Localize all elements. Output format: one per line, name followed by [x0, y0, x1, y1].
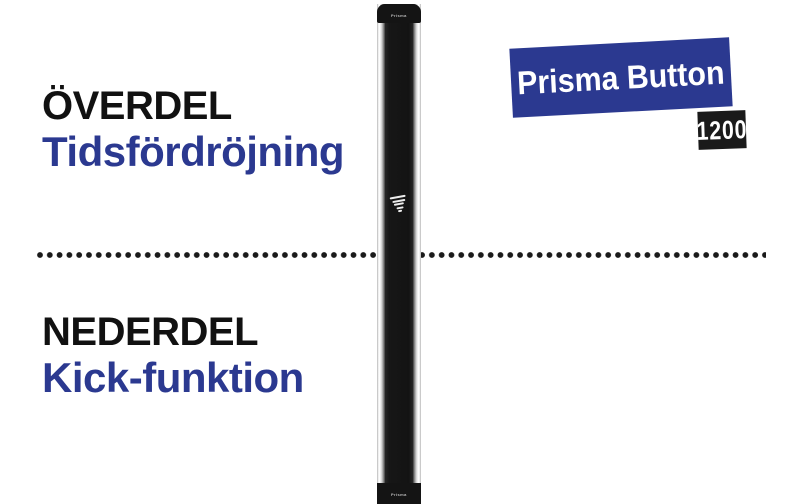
- pole-bottom-brand-mark: Prisma: [391, 492, 407, 498]
- upper-section-subtitle: Tidsfördröjning: [42, 127, 345, 175]
- product-pole: Prisma Prisma: [377, 4, 421, 504]
- lower-section-subtitle: Kick-funktion: [42, 353, 304, 401]
- pole-bottom-base: Prisma: [377, 483, 421, 504]
- pole-center-strip: [385, 4, 413, 504]
- lower-section-label: NEDERDEL Kick-funktion: [42, 310, 304, 400]
- logo-model-number: 1200: [696, 113, 748, 146]
- pole-top-brand-mark: Prisma: [391, 13, 407, 19]
- logo-brand-text: Prisma Button: [516, 53, 726, 101]
- prisma-mark-icon: [389, 194, 410, 215]
- lower-section-title: NEDERDEL: [42, 310, 259, 354]
- pole-top-cap: Prisma: [377, 4, 421, 23]
- pole-right-rail: [413, 4, 421, 504]
- upper-section-title: ÖVERDEL: [42, 84, 232, 128]
- logo-plate: Prisma Button: [509, 37, 733, 118]
- upper-section-label: ÖVERDEL Tidsfördröjning: [42, 84, 345, 175]
- logo-model-badge: 1200: [696, 110, 748, 150]
- pole-left-rail: [377, 4, 385, 504]
